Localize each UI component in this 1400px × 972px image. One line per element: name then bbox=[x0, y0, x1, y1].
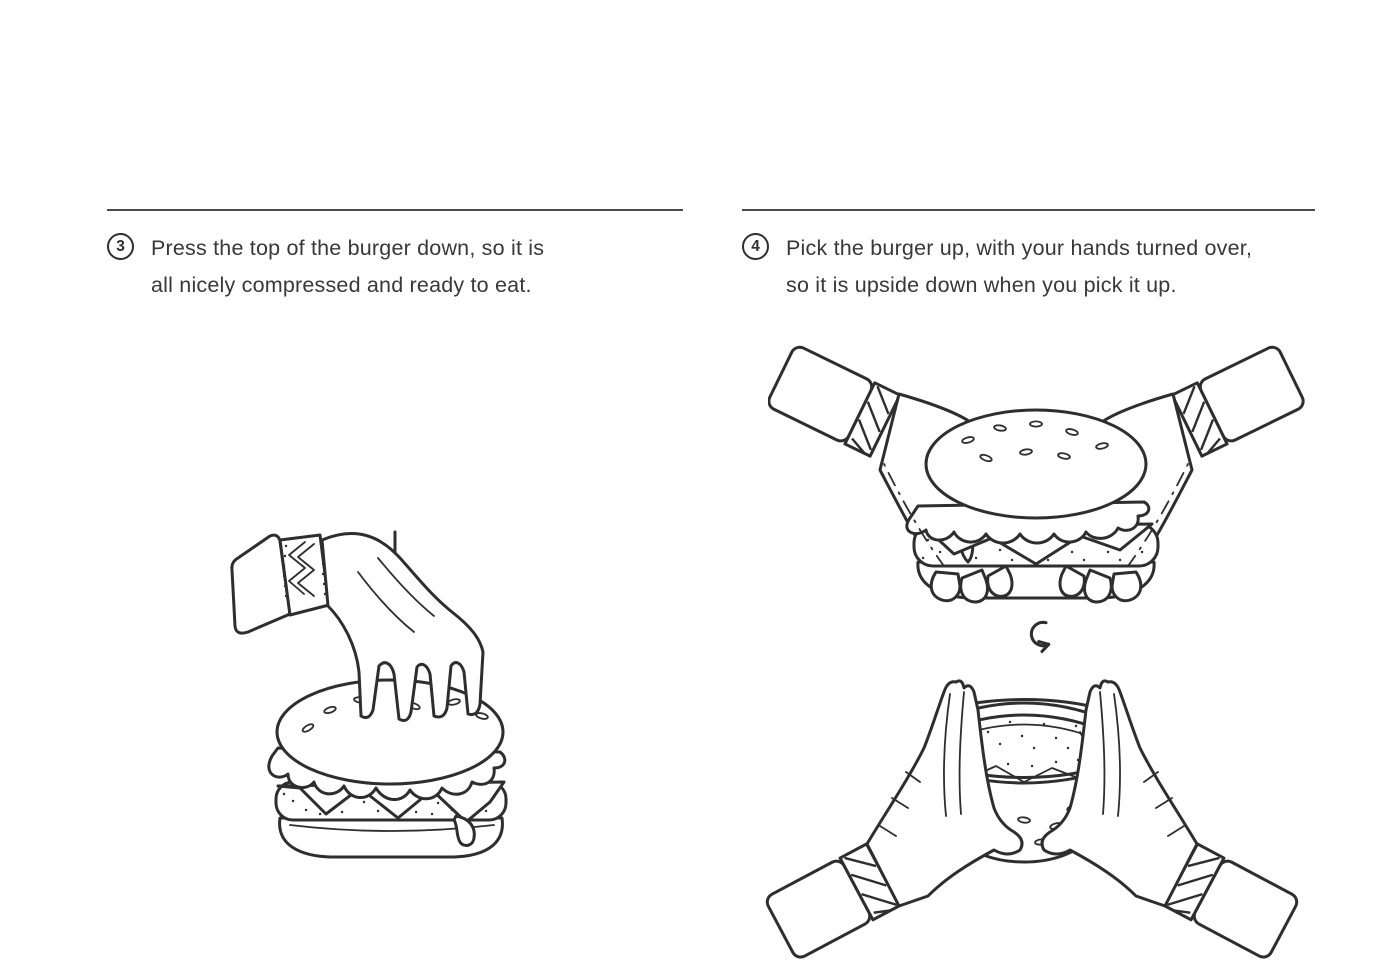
step-3-text-line1: Press the top of the burger down, so it … bbox=[151, 236, 545, 260]
top-bun bbox=[924, 408, 1148, 520]
fingertips bbox=[929, 564, 1014, 604]
sesame-seeds bbox=[961, 420, 1109, 463]
arm-with-cuff bbox=[765, 679, 1024, 959]
step-4-text-line2: so it is upside down when you pick it up… bbox=[786, 273, 1177, 297]
step-4-number-badge: 4 bbox=[742, 233, 769, 260]
sauce-drip bbox=[452, 814, 476, 847]
hand-pressing-burger-illustration bbox=[218, 520, 548, 865]
sleeve bbox=[230, 533, 331, 635]
divider-step-3 bbox=[107, 209, 683, 211]
step-3-header: 3 Press the top of the burger down, so i… bbox=[107, 230, 683, 304]
divider-step-4 bbox=[742, 209, 1315, 211]
pressing-hand bbox=[320, 532, 485, 722]
rotate-clockwise-icon bbox=[1019, 617, 1055, 659]
hands-holding-burger-upside-down-illustration bbox=[762, 676, 1322, 966]
step-4-text-line1: Pick the burger up, with your hands turn… bbox=[786, 236, 1253, 260]
step-3-text: Press the top of the burger down, so it … bbox=[151, 230, 544, 304]
bottom-bun bbox=[278, 816, 504, 859]
step-3-text-line2: all nicely compressed and ready to eat. bbox=[151, 273, 532, 297]
step-3-number-badge: 3 bbox=[107, 233, 134, 260]
step-4-text: Pick the burger up, with your hands turn… bbox=[786, 230, 1252, 304]
burger bbox=[267, 678, 508, 859]
hands-holding-burger-upright-illustration bbox=[768, 340, 1318, 620]
step-4-header: 4 Pick the burger up, with your hands tu… bbox=[742, 230, 1322, 304]
